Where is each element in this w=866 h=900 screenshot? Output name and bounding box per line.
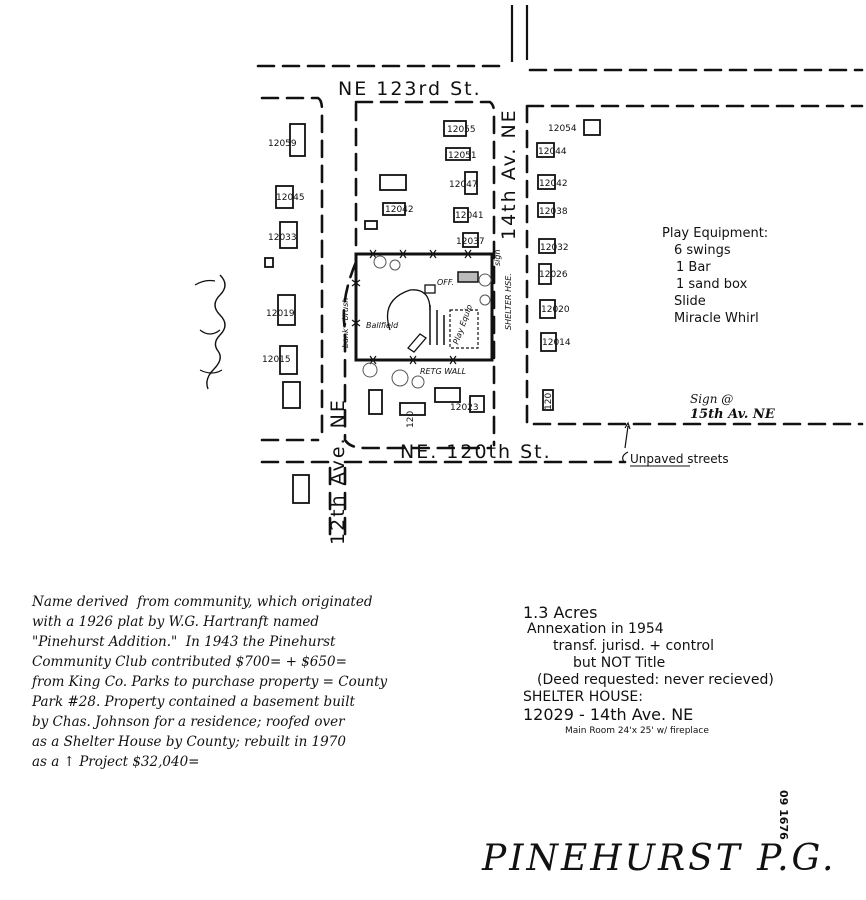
park-fence [354,252,494,362]
svg-text:120: 120 [544,393,554,410]
svg-text:12038: 12038 [539,207,568,217]
unpaved-arrow-icon [622,421,631,463]
ballfield-label: Ballfield [366,321,399,330]
house-label: 12059 [268,139,297,149]
play-equip-label: Play Equip [451,303,474,345]
svg-text:12020: 12020 [541,305,570,315]
sign-location-label-2: 15th Av. NE [690,407,775,422]
play-equipment-list: Play Equipment: 6 swings 1 Bar 1 sand bo… [662,225,768,327]
park-facts: 1.3 Acres Annexation in 1954 transf. jur… [523,604,774,740]
history-line: Name derived from community, which origi… [32,594,373,610]
svg-text:12026: 12026 [539,270,568,280]
annexation: Annexation in 1954 [527,621,664,637]
play-equipment-item: Slide [674,294,706,309]
history-line: Community Club contributed $700= + $650= [32,654,347,670]
play-equipment-item: 1 sand box [676,277,748,292]
houses-west: 12059 12045 12033 12019 12015 [262,123,310,504]
history-line: with a 1926 plat by W.G. Hartranft named [32,614,320,630]
play-equipment-item: 1 Bar [676,260,711,275]
history-line: as a Shelter House by County; rebuilt in… [32,734,346,750]
ballfield-backstop [386,289,431,331]
history-note: Name derived from community, which origi… [32,592,387,772]
history-line: as a ↑ Project $32,040= [32,754,200,770]
shelter-address: 12029 - 14th Ave. NE [523,705,694,724]
svg-text:12051: 12051 [448,151,477,161]
shelter-house [457,271,479,283]
svg-text:12037: 12037 [456,237,485,247]
houses-south: 120 12023 [368,387,485,428]
house-label: 12045 [276,193,305,203]
svg-text:12042: 12042 [385,205,414,215]
svg-text:120: 120 [406,411,416,428]
shelter-label: SHELTER HSE. [504,273,513,330]
svg-text:12055: 12055 [447,125,476,135]
acres: 1.3 Acres [523,603,598,622]
bank-brush-label: bank - brush [341,298,350,348]
svg-text:12032: 12032 [540,243,569,253]
houses-east: 12054 12044 12042 12038 12032 12026 1202… [536,119,601,411]
play-equipment-item: 6 swings [674,243,731,258]
history-line: from King Co. Parks to purchase property… [32,674,388,690]
catalog-number: 09 1676 [777,790,790,840]
transfer: transf. jurisd. + control [553,638,714,654]
svg-text:12014: 12014 [542,338,571,348]
title-status: but NOT Title [573,655,666,671]
history-line: Park #28. Property contained a basement … [32,694,355,710]
map-title: PINEHURST P.G. [482,838,837,879]
play-equipment-area [449,309,479,349]
svg-text:12042: 12042 [539,179,568,189]
sign-label: sign [493,249,502,266]
park-area: bank - brush Ballfield Play Equip RETG W… [341,249,513,389]
history-line: by Chas. Johnson for a residence; roofed… [32,714,345,730]
svg-text:12041: 12041 [455,211,484,221]
svg-text:12044: 12044 [538,147,567,157]
street-label-12th-ave: 12th Ave. NE [327,398,349,545]
house-label: 12015 [262,355,291,365]
unpaved-streets-label: Unpaved streets [630,452,729,466]
retaining-wall-label: RETG WALL [420,367,466,376]
deed-status: (Deed requested: never recieved) [537,672,774,688]
street-label-ne-120th: NE. 120th St. [400,441,552,463]
slide [429,305,445,345]
history-line: "Pinehurst Addition." In 1943 the Pinehu… [32,634,336,650]
houses-center: 12055 12051 12047 12042 12041 12037 [364,120,485,248]
street-label-14th-ave: 14th Av. NE [498,108,520,240]
sign-location-label-1: Sign @ [690,392,734,406]
office-label: OFF. [437,278,454,287]
play-equipment-item: Miracle Whirl [674,311,759,326]
svg-text:12023: 12023 [450,403,479,413]
svg-text:12047: 12047 [449,180,478,190]
shelter-heading: SHELTER HOUSE: [523,689,643,705]
house-label: 12033 [268,233,297,243]
play-equipment-title: Play Equipment: [662,226,769,241]
svg-text:12054: 12054 [548,124,577,134]
street-label-ne-123rd: NE 123rd St. [338,78,482,100]
main-room: Main Room 24'x 25' w/ fireplace [565,726,709,736]
creek [206,274,226,390]
house-label: 12019 [266,309,295,319]
street-lines [256,5,864,542]
